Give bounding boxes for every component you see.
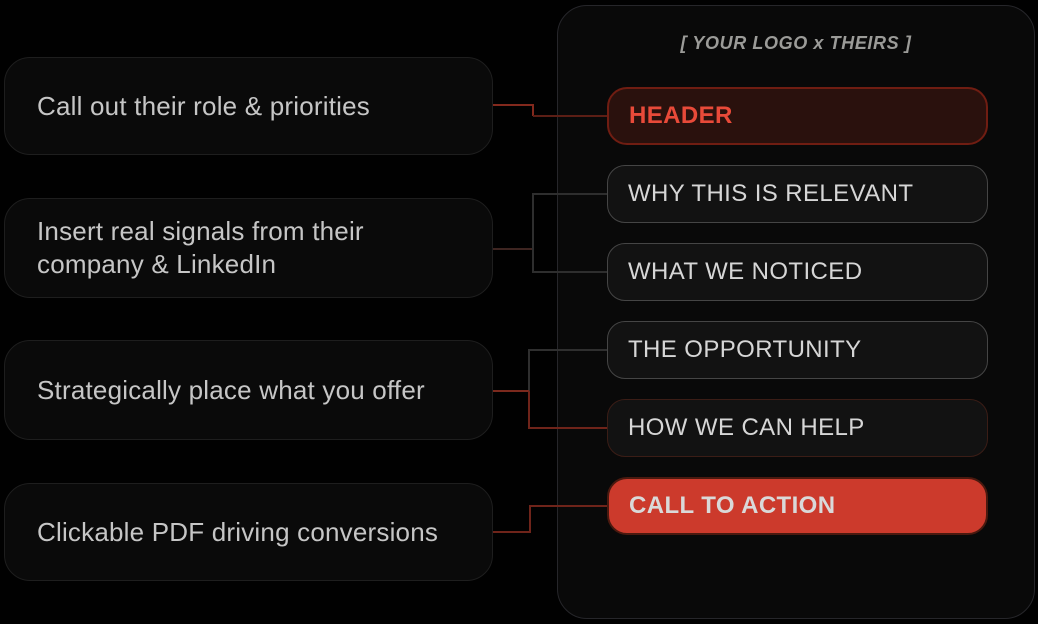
section-pill-what-we-noticed: WHAT WE NOTICED <box>607 243 988 301</box>
section-pill-how-we-can-help: HOW WE CAN HELP <box>607 399 988 457</box>
note-label: Insert real signals from their company &… <box>37 216 364 279</box>
note-box-role-priorities: Call out their role & priorities <box>4 57 493 155</box>
section-label: HEADER <box>629 102 733 129</box>
section-pill-why-relevant: WHY THIS IS RELEVANT <box>607 165 988 223</box>
section-pill-the-opportunity: THE OPPORTUNITY <box>607 321 988 379</box>
section-label: WHAT WE NOTICED <box>628 258 863 285</box>
section-pill-call-to-action: CALL TO ACTION <box>607 477 988 535</box>
note-label: Call out their role & priorities <box>37 90 370 121</box>
note-box-real-signals: Insert real signals from their company &… <box>4 198 493 298</box>
panel-title-logo-placeholder: [ YOUR LOGO x THEIRS ] <box>680 33 912 53</box>
section-label: CALL TO ACTION <box>629 492 836 519</box>
connector-note1-header <box>493 104 534 116</box>
note-label: Clickable PDF driving conversions <box>37 516 439 547</box>
note-box-place-offer: Strategically place what you offer <box>4 340 493 440</box>
section-label: WHY THIS IS RELEVANT <box>628 180 914 207</box>
section-label: HOW WE CAN HELP <box>628 414 865 441</box>
section-pill-header: HEADER <box>607 87 988 145</box>
note-box-clickable-pdf: Clickable PDF driving conversions <box>4 483 493 581</box>
section-label: THE OPPORTUNITY <box>628 336 862 363</box>
note-label: Strategically place what you offer <box>37 374 425 405</box>
